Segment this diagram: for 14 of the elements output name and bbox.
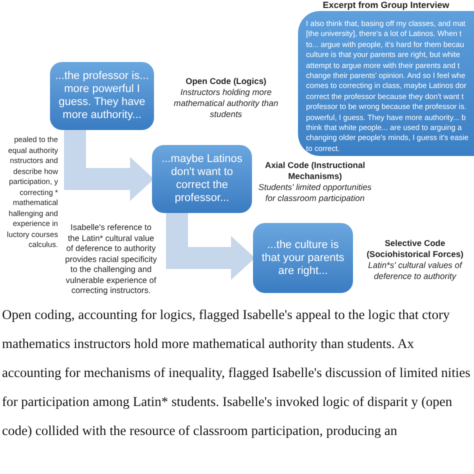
heading: Excerpt from Group Interview bbox=[322, 0, 450, 10]
caption: Open coding, accounting for logics, flagged Isabelle's appeal to the logic that ctory mathematics instructors hold more mathematical authority than students. Ax accounting for mechanisms of inequality, flagged Isabelle's discussion of limited nities for participation among Latin* students. Isabelle's invoked logic of disparit y (open code) collided with the resource of classroom participation, producing an bbox=[1, 306, 472, 440]
code-description: Instructors holding more mathematical authority than students bbox=[172, 87, 280, 120]
quote-box: ...the culture is that your parents are right... bbox=[253, 223, 353, 293]
code-description: Students' limited opportunities for classroom participation bbox=[257, 182, 373, 204]
code-heading: Axial Code (Instructional Mechanisms) bbox=[264, 160, 366, 182]
quote-box: ...maybe Latinos don't want to correct the professor... bbox=[152, 145, 252, 213]
quote-box: ...the professor is... more powerful I guess. They have more authority... bbox=[50, 62, 154, 130]
annotation-text: Isabelle's reference to the Latin* cultural value of deference to authority provides racial specificity to the challenging and vulnerable experience of correcting instructors. bbox=[64, 222, 158, 296]
code-heading: Selective Code (Sociohistorical Forces) bbox=[366, 238, 464, 260]
arrow bbox=[166, 213, 255, 280]
code-heading: Open Code (Logics) bbox=[186, 76, 266, 87]
arrow bbox=[64, 130, 154, 201]
code-description: Latin*s' cultural values of deference to authority bbox=[367, 260, 464, 282]
